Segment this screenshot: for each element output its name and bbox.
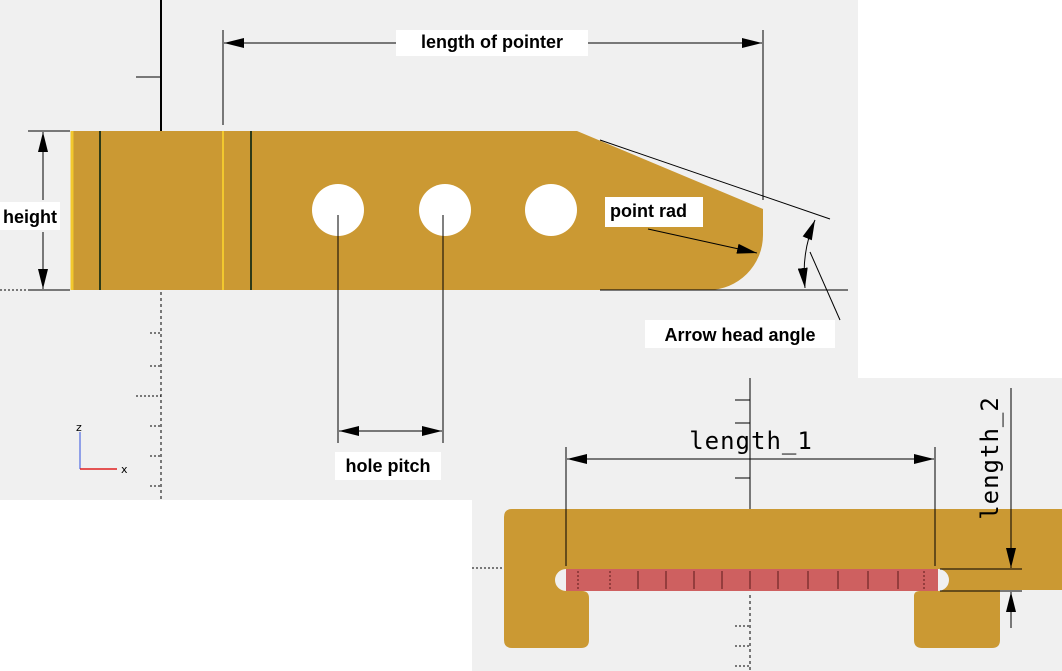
dimension-height: height: [0, 130, 70, 291]
label-length-of-pointer: length of pointer: [421, 32, 563, 52]
dimension-arrow-head-angle: Arrow head angle: [599, 139, 848, 348]
pointer-part: [70, 131, 763, 290]
dimension-length-1: length_1: [565, 427, 936, 566]
top-view-viewport: length of pointer height point rad Arrow…: [0, 0, 858, 500]
label-height: height: [3, 207, 57, 227]
label-hole-pitch: hole pitch: [346, 456, 431, 476]
hole-3: [525, 184, 577, 236]
label-arrow-head-angle: Arrow head angle: [664, 325, 815, 345]
hole-2: [419, 184, 471, 236]
axis-z-label: z: [76, 421, 82, 434]
dimension-hole-pitch: hole pitch: [335, 215, 444, 480]
label-length-1: length_1: [689, 427, 813, 455]
clip-part: [504, 509, 1062, 648]
label-length-2: length_2: [976, 396, 1004, 520]
axis-x-label: x: [121, 463, 128, 476]
dimension-length-2: length_2: [940, 388, 1022, 628]
side-view-viewport: length_1 length_2: [472, 378, 1062, 671]
label-point-rad: point rad: [610, 201, 687, 221]
clip-slot: [566, 569, 938, 591]
axis-triad: z x: [76, 421, 128, 476]
hole-1: [312, 184, 364, 236]
side-scene-axes: [472, 378, 751, 671]
clip-slot-ticks: [577, 571, 925, 589]
clip-body: [504, 509, 1062, 648]
pointer-body: [72, 131, 763, 290]
dimension-length-of-pointer: length of pointer: [222, 30, 764, 200]
leader-point-rad: point rad: [605, 197, 758, 254]
